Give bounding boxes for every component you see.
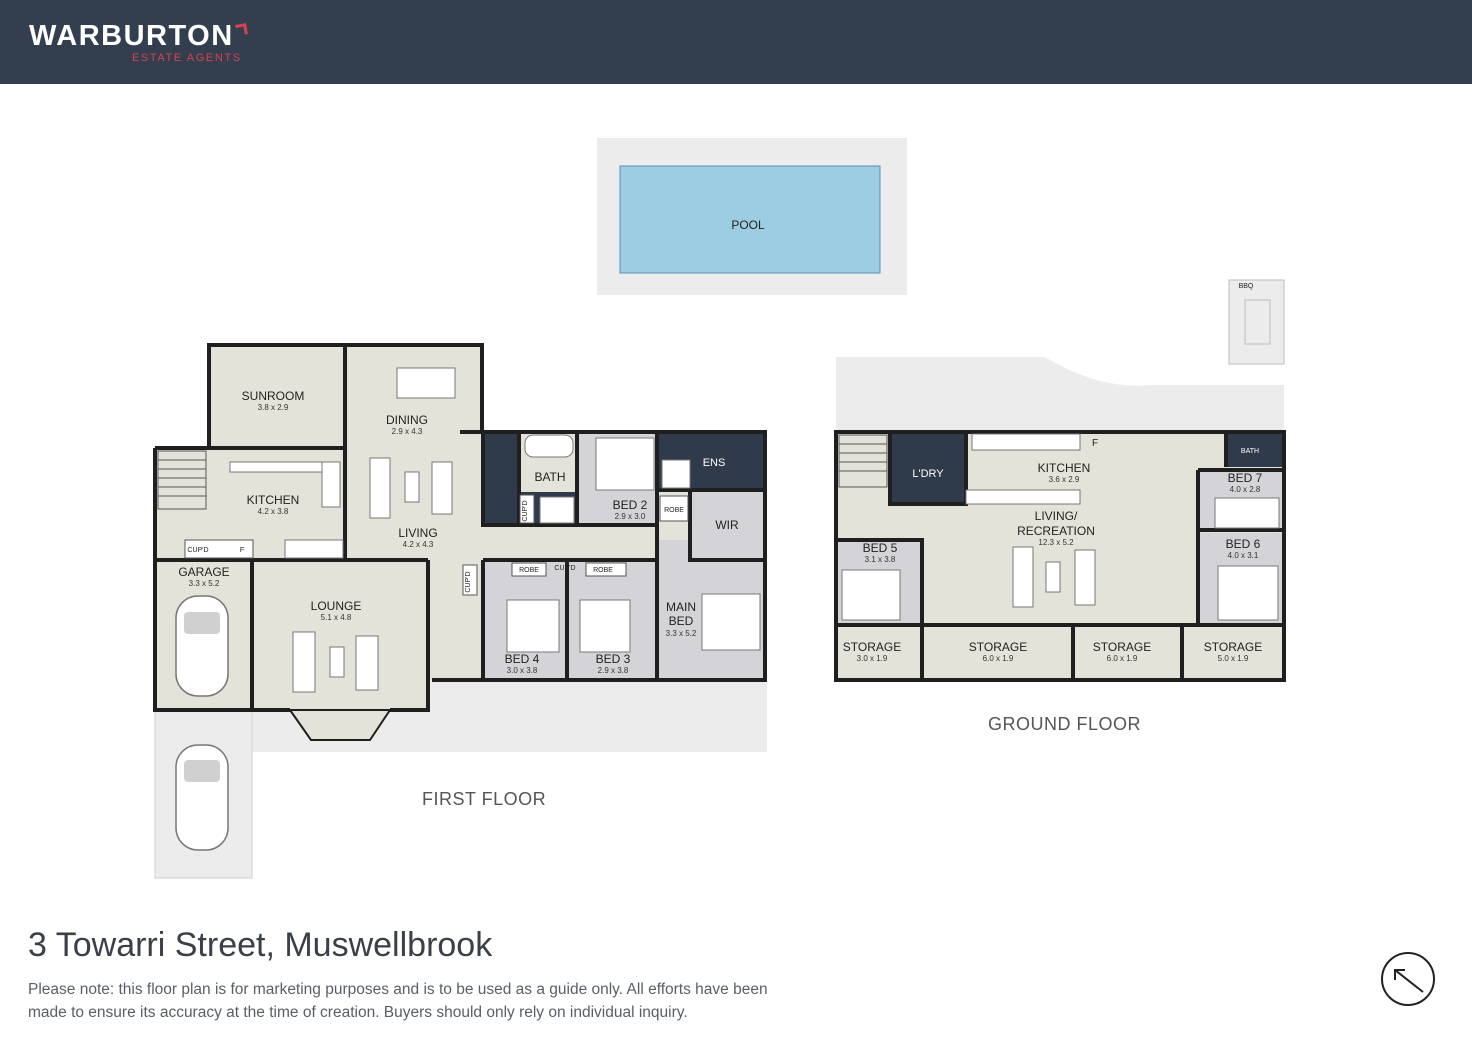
room-name: BED 3 [596,652,631,666]
room-dims: 5.0 x 1.9 [1218,654,1249,663]
room-name: STORAGE [969,640,1027,654]
room-dims: 3.6 x 2.9 [1049,475,1080,484]
room-name: L'DRY [912,468,944,480]
room-name: BATH [1241,448,1259,455]
room-dims: 3.1 x 3.8 [865,555,896,564]
room-dims: 3.3 x 5.2 [189,579,220,588]
room-dims: 3.0 x 1.9 [857,654,888,663]
ground-floor-plan: BBQ [834,279,1286,682]
room-dims: 4.2 x 4.3 [403,540,434,549]
room-name: BED 4 [505,652,540,666]
room-name: GARAGE [178,565,229,579]
room-name: LIVING/ [1035,509,1078,523]
room-dims: 3.8 x 2.9 [258,403,289,412]
room-name: WIR [715,518,739,532]
room-name: BED [669,614,694,628]
robe-label: ROBE [593,567,613,574]
room-name: SUNROOM [242,389,305,403]
cupboard-label: CUP'D [187,547,208,554]
pool-area: POOL [597,138,907,295]
room-name: LOUNGE [311,599,362,613]
car-icon [175,595,229,697]
fridge-label: F [240,547,244,554]
room-dims: 6.0 x 1.9 [983,654,1014,663]
room-dims: 4.0 x 2.8 [1230,485,1261,494]
room-name: BED 5 [863,541,898,555]
cupboard-label: CUP'D [554,565,575,572]
pool-label: POOL [731,218,765,232]
room-name: MAIN [666,600,696,614]
ground-floor-label: GROUND FLOOR [988,714,1142,734]
room-name: BED 2 [613,498,648,512]
fridge-label: F [1092,438,1098,449]
stairs-icon [157,450,207,510]
stairs-icon [838,434,888,488]
brand-header: WARBURTON ESTATE AGENTS [0,0,1472,84]
room-dims: 2.9 x 3.0 [615,512,646,521]
room-dims: 2.9 x 3.8 [598,666,629,675]
disclaimer-text: Please note: this floor plan is for mark… [28,981,768,1021]
room-name: ROBE [664,507,684,514]
room-dims: 3.0 x 3.8 [507,666,538,675]
car-icon [175,744,229,851]
north-arrow-icon [1381,952,1435,1006]
room-name: LIVING [398,526,437,540]
room-dims: 2.9 x 4.3 [392,427,423,436]
room-name: KITCHEN [1038,461,1091,475]
room-name: BED 6 [1226,537,1261,551]
room-name: STORAGE [1093,640,1151,654]
room-dims: 4.2 x 3.8 [258,507,289,516]
room-dims: 12.3 x 5.2 [1038,538,1074,547]
room-name: BATH [534,470,565,484]
property-address: 3 Towarri Street, Muswellbrook [28,926,493,964]
brand-logo-text: WARBURTON [29,20,234,52]
cupboard-label: CUP'D [522,500,529,521]
first-floor-plan: SUNROOM 3.8 x 2.9 DINING 2.9 x 4.3 KITCH… [153,343,767,879]
room-name: DINING [386,413,428,427]
cupboard-label: CUP'D [465,571,472,592]
room-dims: 4.0 x 3.1 [1228,551,1259,560]
room-name: STORAGE [843,640,901,654]
room-name: ENS [703,457,726,469]
brand-logo-subtext: ESTATE AGENTS [132,52,242,64]
bbq-label: BBQ [1239,283,1254,290]
room-name: KITCHEN [247,493,300,507]
room-name: RECREATION [1017,524,1095,538]
room-dims: 3.3 x 5.2 [666,629,697,638]
room-dims: 6.0 x 1.9 [1107,654,1138,663]
floor-plan: POOL [153,138,1286,879]
room-name: STORAGE [1204,640,1262,654]
first-floor-label: FIRST FLOOR [422,789,547,809]
room-name: BED 7 [1228,471,1263,485]
robe-label: ROBE [519,567,539,574]
room-dims: 5.1 x 4.8 [321,613,352,622]
logo-tick-icon [235,23,248,36]
